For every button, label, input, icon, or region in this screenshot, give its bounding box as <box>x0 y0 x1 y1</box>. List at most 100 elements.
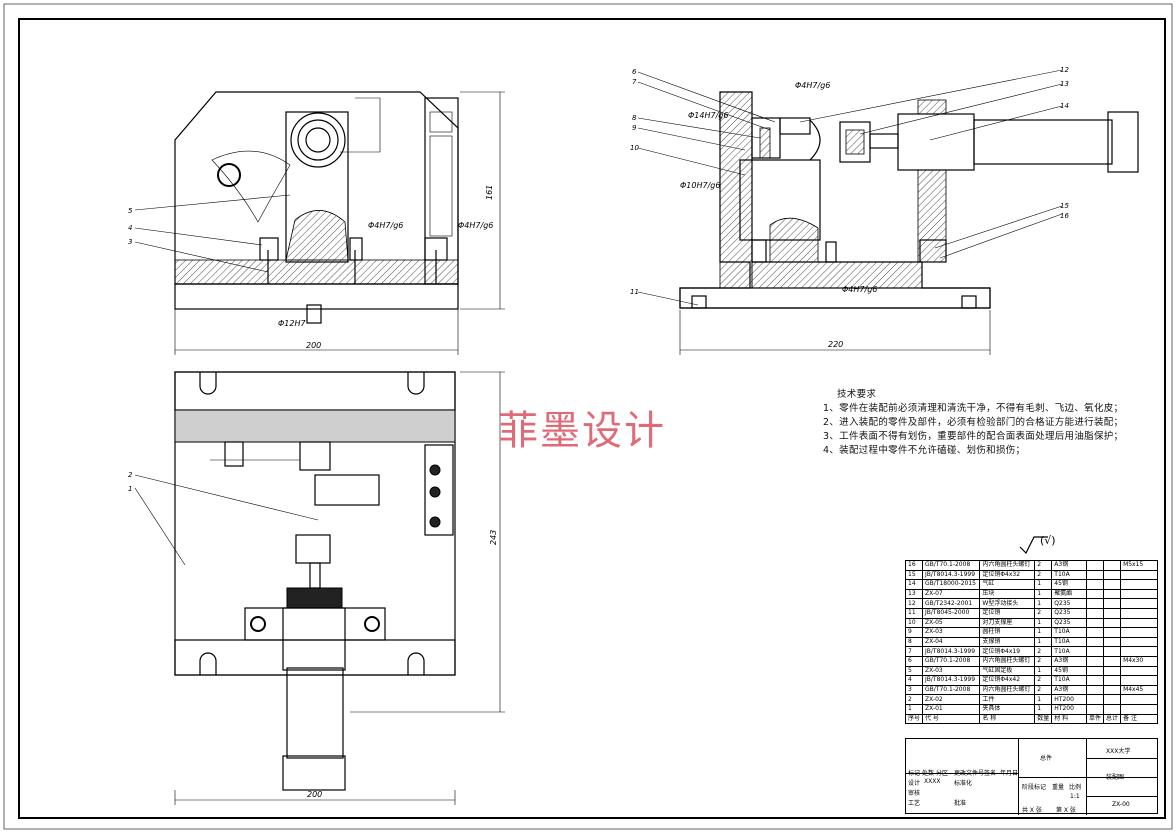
bom-cell-total <box>1103 607 1122 619</box>
bom-cell-note <box>1120 675 1158 686</box>
bom-cell-name: 定位销Φ4x42 <box>979 675 1036 686</box>
bom-cell-qty: 1 <box>1034 636 1053 648</box>
dim-slot: Φ12H7 <box>278 319 306 328</box>
bom-cell-mat: T10A <box>1051 675 1088 686</box>
bom-cell-mat: A3钢 <box>1051 684 1088 696</box>
bom-cell-qty: 2 <box>1034 569 1053 581</box>
balloon-11: 11 <box>630 288 639 296</box>
bom-cell-qty: 1 <box>1034 694 1053 705</box>
bom-cell-note <box>1120 617 1158 629</box>
bom-cell-qty: 1 <box>1034 703 1053 715</box>
tb-weight-label: 重量 <box>1052 784 1065 791</box>
side-cylinder-head <box>897 113 975 171</box>
bom-cell-total <box>1103 665 1122 677</box>
bom-cell-note <box>1120 665 1158 677</box>
tb-standard-label: 标准化 <box>954 780 973 787</box>
bom-cell-name: 对刀支撑座 <box>979 617 1036 629</box>
bom-cell-single <box>1086 588 1105 600</box>
bom-cell-single <box>1086 636 1105 648</box>
bom-cell-code: GB/T70.1-2008 <box>922 684 981 696</box>
balloon-4: 4 <box>128 224 132 232</box>
bom-cell-code: JB/T8014.3-1999 <box>922 569 981 581</box>
bom-cell-mat: A3钢 <box>1051 655 1088 667</box>
dim-top-width: 200 <box>307 790 322 799</box>
bom-cell-mat: T10A <box>1051 569 1088 581</box>
dim-side-fit-bottom: Φ4H7/g6 <box>842 285 877 294</box>
cylinder-plate <box>285 111 349 263</box>
inner-frame <box>18 18 1166 819</box>
dim-top-height: 243 <box>489 530 498 545</box>
dim-side-fit-top: Φ4H7/g6 <box>795 81 830 90</box>
tb-stage-label: 阶段标记 <box>1022 784 1047 791</box>
bom-cell-single <box>1086 675 1105 686</box>
bom-cell-qty: 1 <box>1034 627 1053 638</box>
bom-cell-note: M4x45 <box>1120 684 1158 696</box>
balloon-10: 10 <box>630 144 639 152</box>
bom-cell-single <box>1086 684 1105 696</box>
bom-cell-code: GB/T70.1-2008 <box>922 655 981 667</box>
tb-designer-label: 设计 <box>908 780 921 787</box>
bom-cell-no: 16 <box>904 560 924 571</box>
bom-cell-note <box>1120 579 1158 590</box>
bom-cell-name: 内六角圆柱头螺钉 <box>979 655 1036 667</box>
bom-cell-mat: Q235 <box>1051 617 1088 629</box>
bom-cell-code: JB/T8045-2000 <box>922 607 981 619</box>
bom-cell-total <box>1103 598 1122 609</box>
bom-cell-total <box>1103 579 1122 590</box>
watermark: 菲墨设计 <box>498 408 666 454</box>
bom-cell-note <box>1120 569 1158 581</box>
tb-group: 总件 <box>1040 755 1053 762</box>
tech-item-3: 3、工件表面不得有划伤，重要部件的配合面表面处理后用油脂保护； <box>823 431 1124 442</box>
bom-cell-single <box>1086 665 1105 677</box>
bom-cell-single <box>1086 703 1105 715</box>
bom-h-code: 代 号 <box>922 713 981 725</box>
bom-cell-note <box>1120 607 1158 619</box>
bom-cell-single <box>1086 579 1105 590</box>
bom-cell-code: ZX-01 <box>922 703 981 715</box>
balloon-7: 7 <box>632 78 637 86</box>
dim-fit-a: Φ4H7/g6 <box>368 221 403 230</box>
bom-cell-note <box>1120 646 1158 657</box>
balloon-12: 12 <box>1060 66 1069 74</box>
tb-designer: XXXX <box>924 778 941 785</box>
bom-cell-total <box>1103 569 1122 581</box>
bom-cell-code: ZX-03 <box>922 627 981 638</box>
bom-cell-mat: HT200 <box>1051 703 1088 715</box>
bom-cell-total <box>1103 560 1122 571</box>
bom-cell-mat: A3钢 <box>1051 560 1088 571</box>
tb-review-label: 审核 <box>908 790 921 797</box>
bom-cell-qty: 1 <box>1034 588 1053 600</box>
bom-cell-name: W型浮动接头 <box>979 598 1036 609</box>
bom-cell-total <box>1103 694 1122 705</box>
bom-cell-no: 10 <box>904 617 924 629</box>
dim-side-fit-10: Φ10H7/g6 <box>680 181 720 190</box>
bom-cell-total <box>1103 627 1122 638</box>
roughness-text: (√) <box>1040 534 1056 547</box>
tb-sign: 签名 <box>984 770 997 777</box>
bom-cell-name: 气缸固定板 <box>979 665 1036 677</box>
bom-h-single: 单件 <box>1086 713 1105 725</box>
dim-side-width: 220 <box>828 340 843 349</box>
tb-zone: 分区 <box>936 770 949 777</box>
tb-scale-label: 比例 <box>1069 784 1082 791</box>
tb-process-label: 工艺 <box>908 800 921 807</box>
bom-cell-note <box>1120 694 1158 705</box>
bom-cell-code: GB/T70.1-2008 <box>922 560 981 571</box>
bom-cell-single <box>1086 598 1105 609</box>
bom-cell-qty: 1 <box>1034 598 1053 609</box>
tb-date: 年月日 <box>1000 770 1019 777</box>
balloon-5: 5 <box>128 207 133 215</box>
bom-cell-note <box>1120 703 1158 715</box>
bom-cell-note: M5x15 <box>1120 560 1158 571</box>
bom-cell-qty: 2 <box>1034 675 1053 686</box>
tech-title: 技术要求 <box>837 389 877 400</box>
front-base-plate <box>174 259 459 285</box>
